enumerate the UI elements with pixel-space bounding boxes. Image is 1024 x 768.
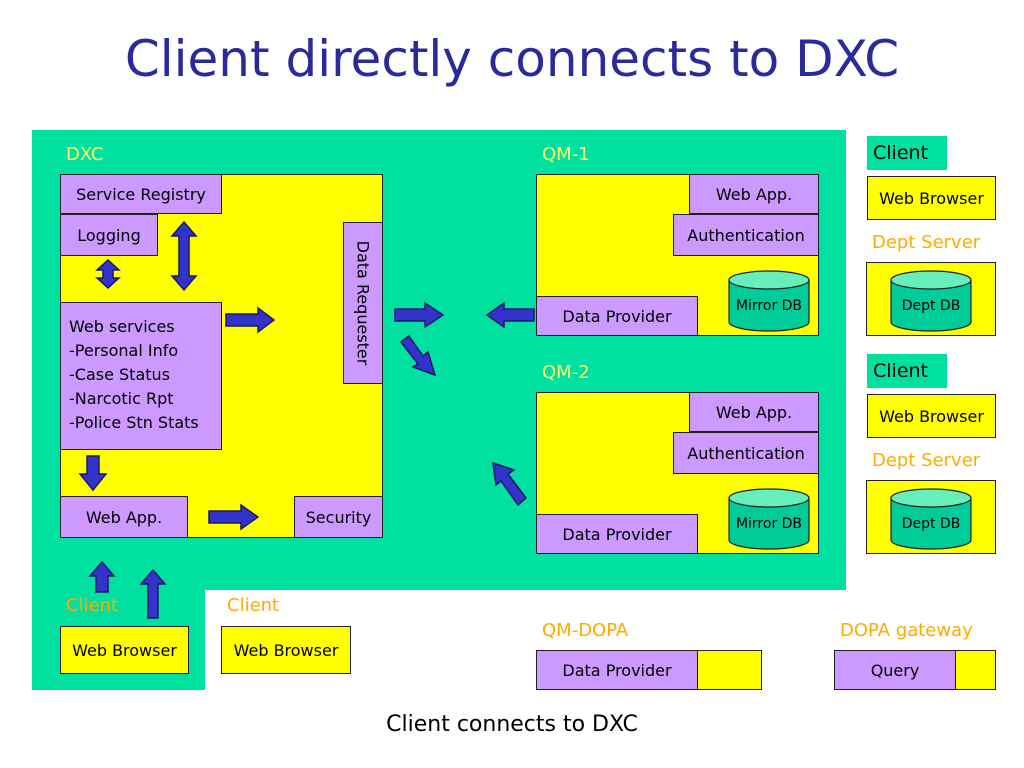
qm1-mirror-db-label: Mirror DB bbox=[735, 298, 803, 314]
qm1-data-provider-box: Data Provider bbox=[536, 296, 698, 336]
web-services-item: -Narcotic Rpt bbox=[69, 389, 174, 408]
qm-dopa-data-provider-box: Data Provider bbox=[536, 650, 698, 690]
right-client-2-web-browser: Web Browser bbox=[870, 397, 993, 435]
web-services-item: -Personal Info bbox=[69, 341, 179, 360]
database-icon bbox=[890, 488, 972, 550]
bottom-client-2-label: Client bbox=[227, 595, 280, 616]
page-title: Client directly connects to DXC bbox=[124, 30, 900, 88]
arrow-icon bbox=[88, 560, 116, 593]
qm2-mirror-db: Mirror DB bbox=[728, 488, 810, 550]
arrow-icon bbox=[139, 568, 167, 619]
right-client-1-dept-server-label: Dept Server bbox=[872, 232, 981, 253]
database-icon bbox=[728, 270, 810, 332]
qm-dopa-label: QM-DOPA bbox=[542, 620, 629, 641]
qm2-web-app-box: Web App. bbox=[689, 392, 819, 432]
web-services-item: -Police Stn Stats bbox=[69, 413, 199, 432]
qm2-data-provider-box: Data Provider bbox=[536, 514, 698, 554]
arrow-icon bbox=[170, 220, 198, 292]
arrow-icon bbox=[78, 455, 108, 492]
database-icon bbox=[728, 488, 810, 550]
arrow-icon bbox=[225, 306, 276, 334]
qm1-authentication-box: Authentication bbox=[673, 214, 819, 256]
arrow-icon bbox=[95, 258, 121, 290]
qm1-web-app-box: Web App. bbox=[689, 174, 819, 214]
arrow-icon bbox=[394, 301, 445, 329]
right-client-1-web-browser: Web Browser bbox=[870, 179, 993, 217]
dopa-gateway-query-box: Query bbox=[834, 650, 956, 690]
data-requester-box: Data Requester bbox=[343, 222, 383, 384]
web-services-item: -Case Status bbox=[69, 365, 170, 384]
right-client-2-dept-db-label: Dept DB bbox=[901, 516, 961, 532]
dxc-web-app-box: Web App. bbox=[60, 496, 188, 538]
web-services-title: Web services bbox=[69, 317, 175, 336]
arrow-icon bbox=[399, 334, 437, 377]
right-client-1-dept-db-label: Dept DB bbox=[901, 298, 961, 314]
right-client-1-label: Client bbox=[867, 136, 947, 170]
security-box: Security bbox=[294, 496, 383, 538]
qm2-label: QM-2 bbox=[542, 362, 590, 383]
dxc-label: DXC bbox=[66, 144, 104, 165]
arrow-icon bbox=[208, 503, 260, 531]
web-services-box: Web services -Personal Info -Case Status… bbox=[60, 302, 222, 450]
logging-box: Logging bbox=[60, 214, 158, 256]
dopa-gateway-label: DOPA gateway bbox=[840, 620, 973, 641]
arrow-icon bbox=[485, 301, 535, 329]
footer-caption: Client connects to DXC bbox=[386, 712, 638, 737]
qm1-mirror-db: Mirror DB bbox=[728, 270, 810, 332]
bottom-client-1-label: Client bbox=[66, 595, 119, 616]
bottom-client-1-web-browser: Web Browser bbox=[62, 628, 187, 672]
database-icon bbox=[890, 270, 972, 332]
qm2-authentication-box: Authentication bbox=[673, 432, 819, 474]
qm2-mirror-db-label: Mirror DB bbox=[735, 516, 803, 532]
qm1-label: QM-1 bbox=[542, 144, 590, 165]
right-client-2-dept-db: Dept DB bbox=[890, 488, 972, 550]
service-registry-box: Service Registry bbox=[60, 174, 222, 214]
right-client-1-dept-db: Dept DB bbox=[890, 270, 972, 332]
arrow-icon bbox=[492, 461, 528, 507]
right-client-2-label: Client bbox=[867, 354, 947, 388]
bottom-client-2-web-browser: Web Browser bbox=[223, 628, 349, 672]
right-client-2-dept-server-label: Dept Server bbox=[872, 450, 981, 471]
